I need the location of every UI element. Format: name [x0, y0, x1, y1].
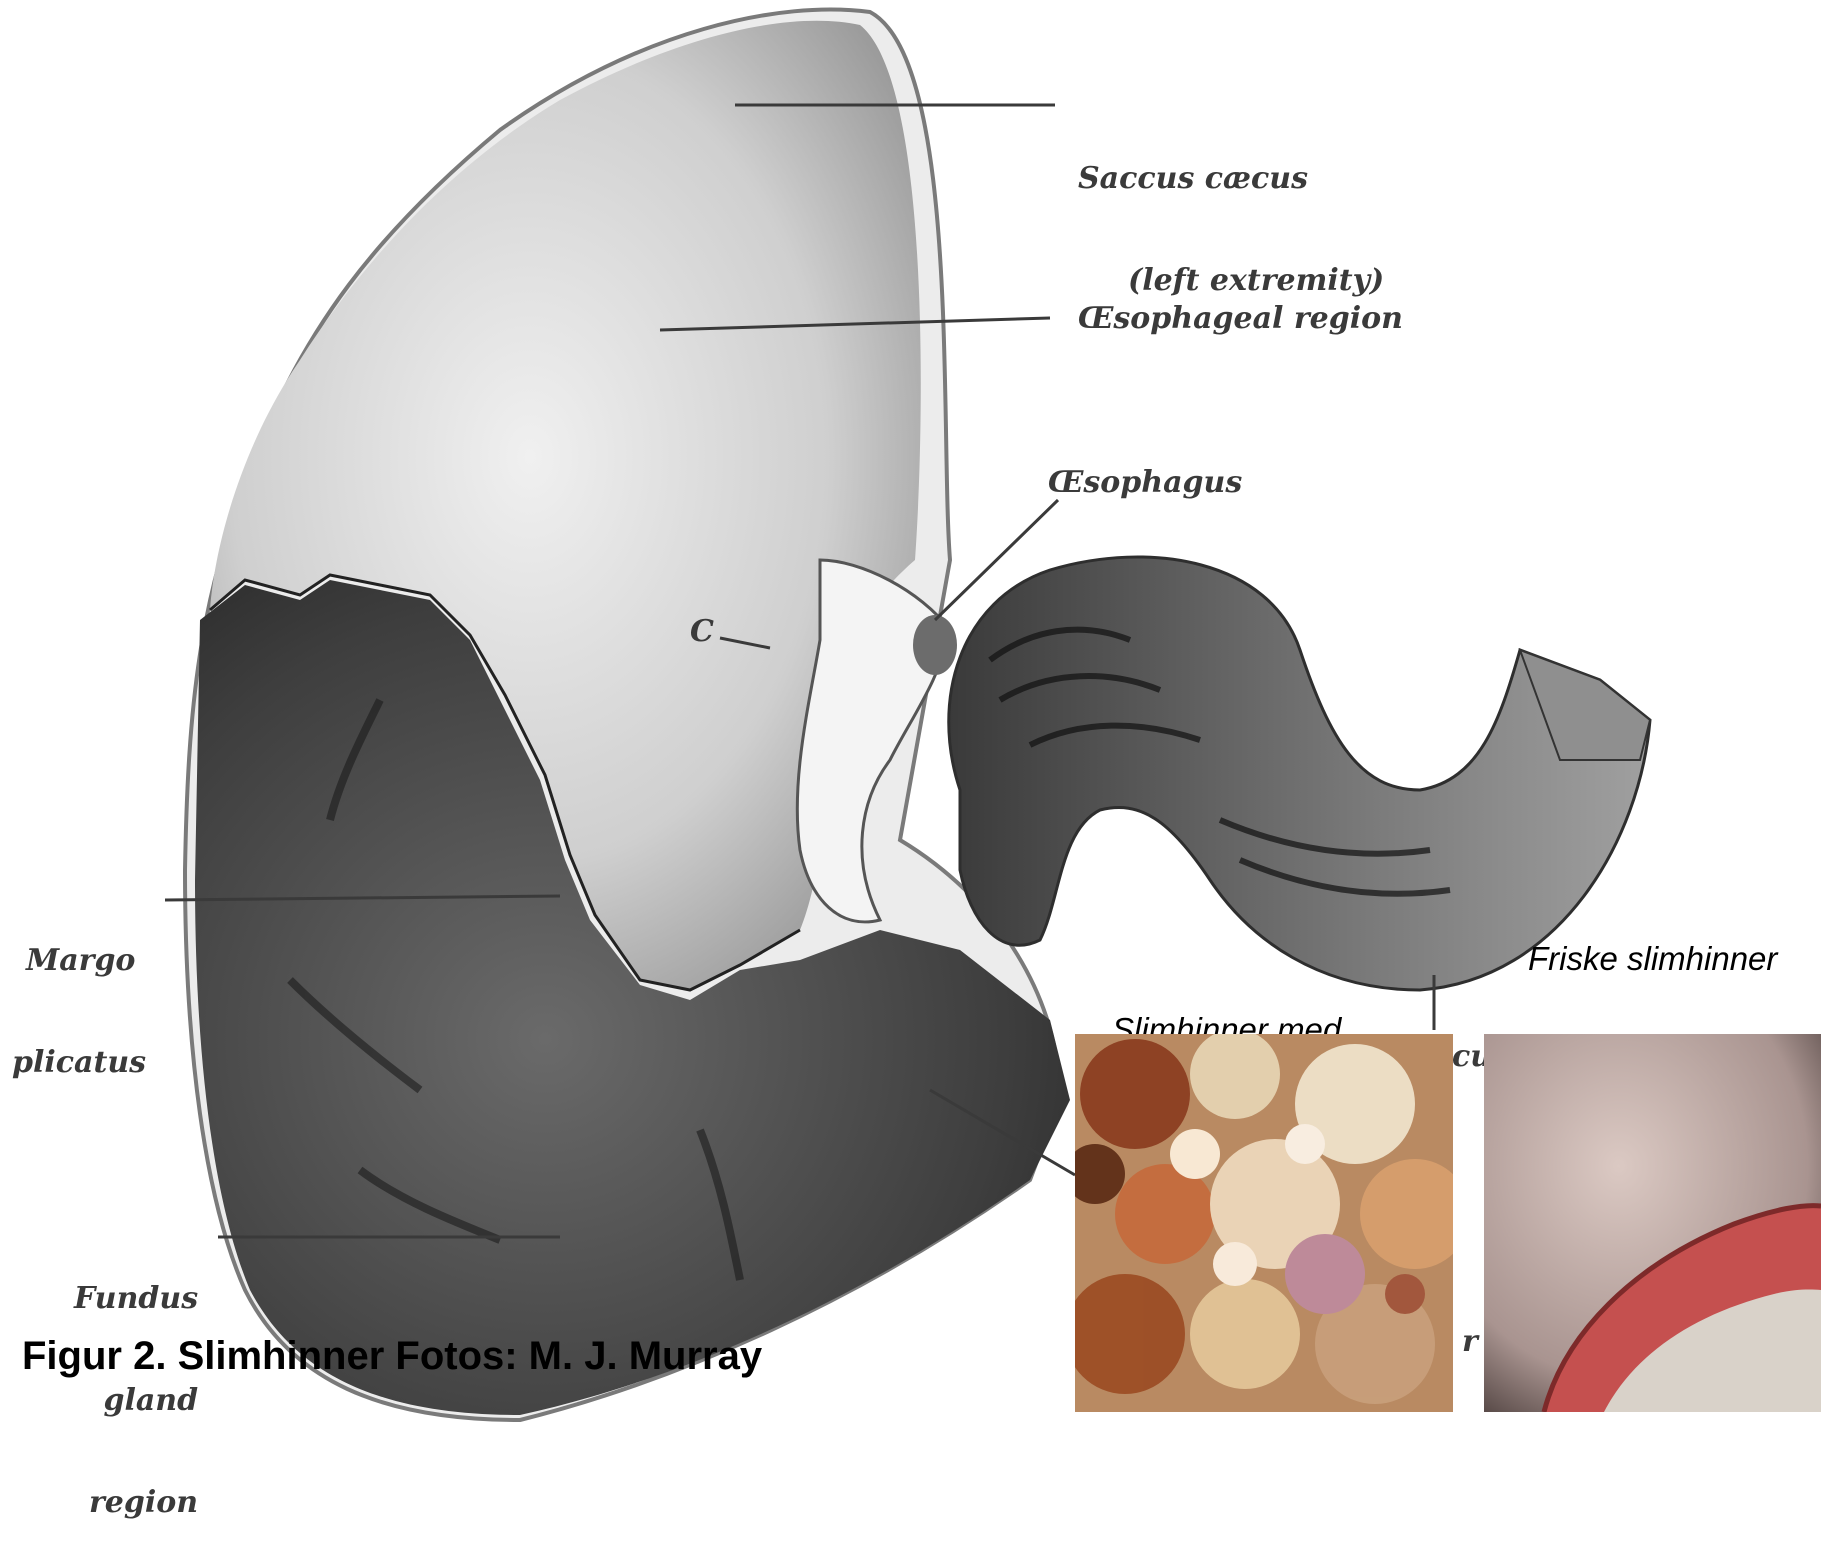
figure-caption: Figur 2. Slimhinner Fotos: M. J. Murray: [22, 1334, 762, 1379]
pylorus-loop: [949, 557, 1650, 990]
label-oesophagus: Œsophagus: [1048, 466, 1242, 500]
label-fundus-gland-region: Fundus gland region: [55, 1214, 198, 1554]
label-partial-r: r: [1462, 1325, 1478, 1359]
label-c-marker: C: [690, 615, 714, 649]
ulcerated-mucosa-photo: [1075, 1034, 1453, 1412]
healthy-mucosa-photo: [1484, 1034, 1821, 1412]
label-oesophageal-region: Œsophageal region: [1078, 302, 1403, 336]
label-saccus-caecus: Saccus cæcus (left extremity): [1078, 94, 1384, 332]
label-healthy-mucosa: Friske slimhinner: [1528, 940, 1777, 978]
label-margo-plicatus: Margo plicatus: [12, 876, 146, 1114]
